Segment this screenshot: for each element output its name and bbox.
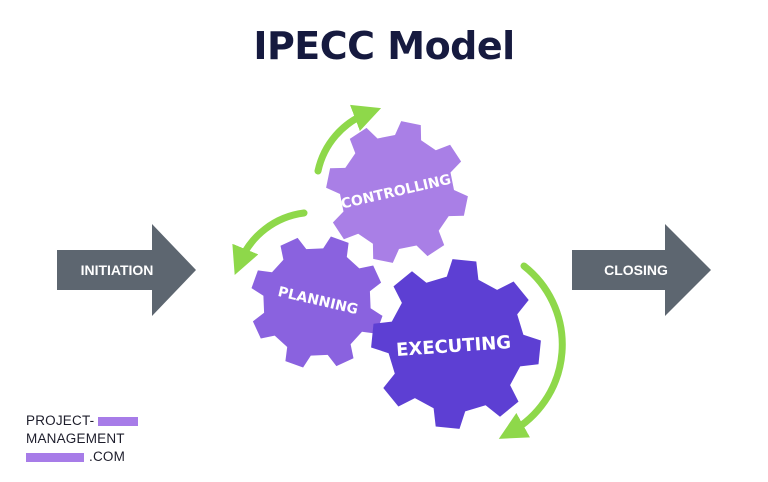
cycle-arrow-to-controlling: [314, 104, 382, 175]
logo-bar-bottom: [26, 452, 84, 462]
closing-arrow: CLOSING: [572, 224, 711, 316]
executing-gear: [371, 259, 541, 429]
cycle-arrow-to-planning: [232, 209, 308, 275]
controlling-gear: [326, 121, 468, 263]
page-title: IPECC Model: [253, 24, 515, 68]
logo-text-line3: .COM: [89, 449, 126, 464]
logo-bar-top: [98, 416, 139, 426]
closing-label: CLOSING: [604, 262, 668, 278]
initiation-label: INITIATION: [81, 262, 154, 278]
logo-text-line2: MANAGEMENT: [26, 431, 125, 446]
planning-gear: [251, 236, 383, 368]
initiation-arrow: INITIATION: [57, 224, 196, 316]
project-management-logo: PROJECT- MANAGEMENT .COM: [26, 412, 139, 466]
cycle-arrow-to-closing: [498, 262, 566, 439]
logo-text-line1: PROJECT-: [26, 413, 95, 428]
